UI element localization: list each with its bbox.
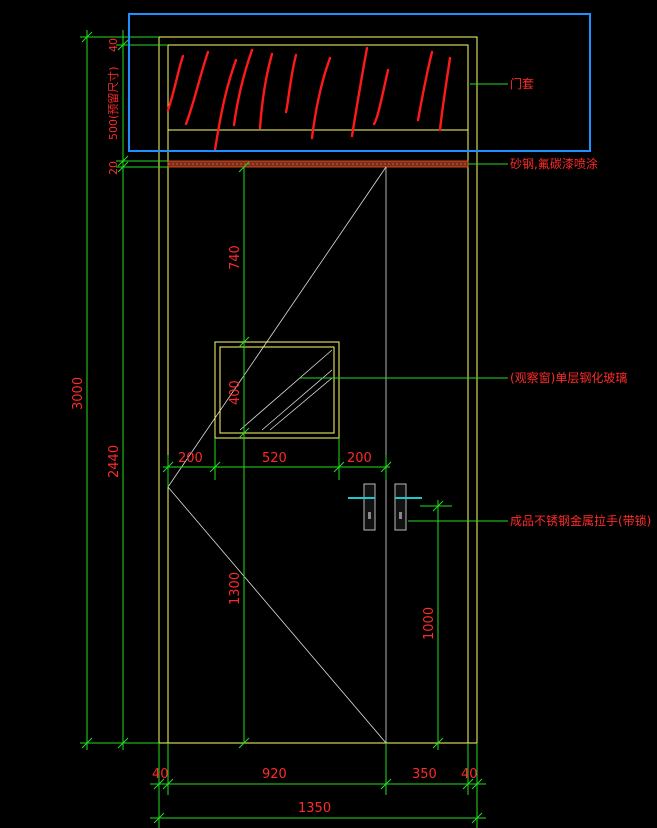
dim-top-40: 40	[107, 38, 120, 52]
door-frame	[158, 36, 478, 744]
door-handles	[348, 483, 422, 531]
note-transom: 门套	[510, 76, 534, 91]
dim-win-right-200: 200	[347, 451, 372, 466]
dim-win-left-200: 200	[178, 451, 203, 466]
dim-total-3000: 3000	[71, 377, 86, 410]
dim-bot-350: 350	[412, 767, 437, 782]
dim-top-500: 500(预留尺寸)	[106, 66, 120, 140]
selection-highlight-box[interactable]	[128, 13, 591, 152]
dim-win-520: 520	[262, 451, 287, 466]
red-markup-scribbles	[166, 46, 452, 152]
dimension-lines	[80, 30, 508, 828]
dim-handle-1000: 1000	[422, 607, 437, 640]
observation-window	[214, 341, 340, 439]
dim-bot-920: 920	[262, 767, 287, 782]
annotation-notes: 门套 砂钢,氟碳漆喷涂 (观察窗)单层钢化玻璃 成品不锈钢金属拉手(带锁)	[510, 76, 651, 528]
steel-strip	[167, 160, 469, 168]
note-handle: 成品不锈钢金属拉手(带锁)	[510, 513, 651, 528]
dim-door-2440: 2440	[107, 445, 122, 478]
dim-bot-right-40: 40	[461, 767, 478, 782]
dim-window-400: 400	[228, 380, 243, 405]
dim-mid-20: 20	[107, 161, 120, 175]
dimension-labels: 40 500(预留尺寸) 20 3000 2440 740 400 1300 1…	[71, 38, 478, 816]
note-window: (观察窗)单层钢化玻璃	[510, 371, 627, 385]
note-steel: 砂钢,氟碳漆喷涂	[510, 156, 598, 171]
dim-lower-1300: 1300	[228, 572, 243, 605]
dim-total-1350: 1350	[298, 801, 331, 816]
dim-bot-left-40: 40	[152, 767, 169, 782]
dim-upper-740: 740	[228, 245, 243, 270]
